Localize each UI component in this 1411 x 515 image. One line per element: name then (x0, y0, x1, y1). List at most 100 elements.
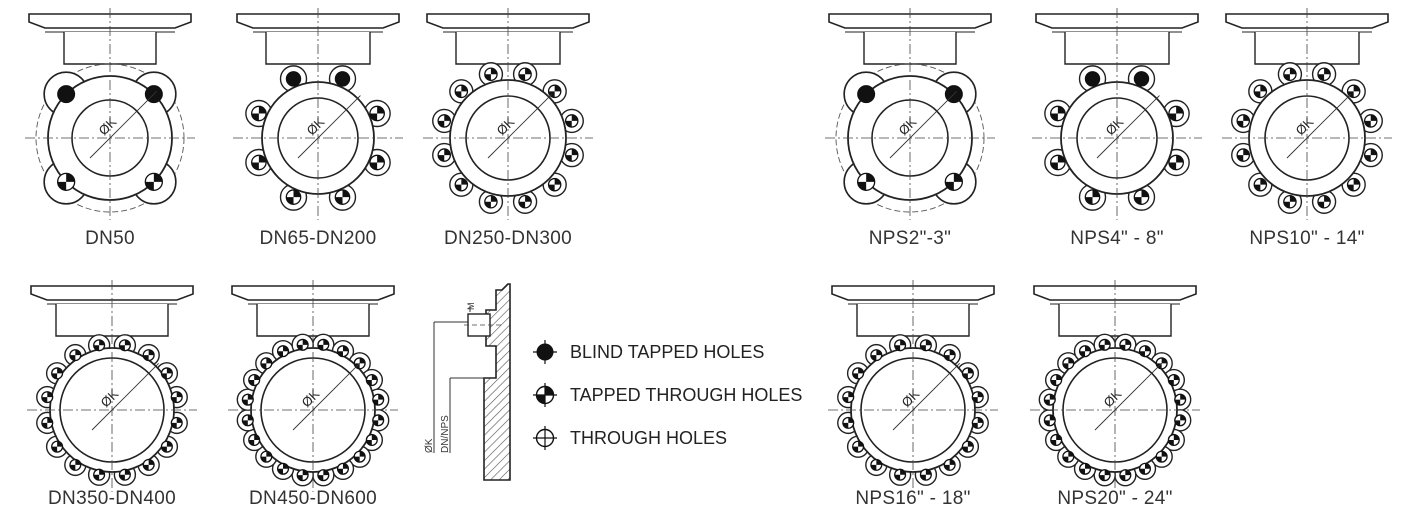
tapped-through-hole (842, 416, 855, 429)
tapped-through-hole (943, 349, 956, 362)
bolt-shape (467, 313, 491, 337)
tapped-through-hole (1174, 414, 1187, 427)
tapped-through-hole (369, 105, 385, 122)
tapped-through-hole (160, 367, 173, 380)
tapped-through-hole (842, 391, 855, 404)
valve-drawing-nps2-3: ØK (825, 8, 995, 220)
tapped-through-hole (69, 349, 82, 362)
tapped-through-hole (93, 339, 106, 352)
tapped-through-hole (1168, 154, 1184, 171)
tapped-through-hole (1138, 345, 1152, 358)
tapped-through-hole (852, 367, 865, 380)
legend-item-blind: BLIND TAPPED HOLES (532, 337, 764, 367)
tapped-through-hole (1133, 189, 1150, 205)
tapped-through-hole (296, 338, 309, 351)
variant-label-nps10-14: NPS10" - 14" (1249, 228, 1365, 249)
tapped-through-hole (248, 373, 261, 387)
tapped-through-hole (260, 357, 273, 370)
tapped-through-hole (1050, 154, 1066, 171)
tapped-through-hole (1043, 414, 1056, 427)
tapped-through-hole (454, 84, 469, 99)
tapped-through-hole (1119, 338, 1132, 351)
variant-label-dn250-dn300: DN250-DN300 (444, 228, 572, 249)
pitch-diameter-leader (1096, 95, 1160, 159)
tapped-through-hole (248, 433, 261, 447)
tapped-through-hole (93, 468, 106, 481)
tapped-through-hole (1168, 105, 1184, 122)
blind-hole-icon (533, 340, 557, 364)
tapped-through-hole (241, 393, 254, 406)
tapped-through-hole (852, 440, 865, 453)
pitch-diameter-leader (1286, 93, 1352, 159)
pitch-diameter-leader (297, 95, 361, 159)
pitch-diameter-leader (89, 91, 157, 159)
tapped-through-hole (317, 338, 330, 351)
tapped-through-hole (564, 114, 579, 128)
tapped-through-hole (336, 345, 350, 358)
tapped-through-hole (118, 468, 131, 481)
blind-tapped-hole (1133, 71, 1150, 87)
tapped-through-hole (894, 339, 907, 352)
tapped-through-hole (564, 148, 579, 162)
tapped-through-hole (971, 416, 984, 429)
tapped-through-hole (296, 469, 309, 482)
legend-label-through: THROUGH HOLES (570, 427, 728, 448)
tapped-through-hole (1050, 105, 1066, 122)
tapped-through-hole (51, 440, 64, 453)
tapped-through-hole (1078, 462, 1092, 475)
tapped-through-hole (276, 462, 290, 475)
tapped-through-hole (437, 114, 452, 128)
tapped-through-hole (1098, 338, 1111, 351)
tapped-through-hole (1050, 373, 1063, 387)
tapped-through-hole (1078, 345, 1092, 358)
tapped-through-hole (1084, 189, 1101, 205)
pitch-diameter-label: ØK (424, 438, 435, 453)
tapped-through-hole (1062, 357, 1075, 370)
variant-label-nps2-3: NPS2"-3" (868, 228, 952, 249)
tapped-through-hole (41, 416, 54, 429)
tapped-through-hole (1253, 84, 1268, 99)
thread-label: M (466, 303, 476, 311)
valve-drawing-dn450-dn600: ØK (228, 280, 398, 492)
tapped-through-hole (1050, 433, 1063, 447)
tapped-through-hole (353, 450, 366, 463)
tapped-through-hole (144, 172, 163, 191)
tapped-through-hole (1236, 148, 1251, 162)
tapped-through-hole (1043, 393, 1056, 406)
tapped-through-hole (547, 177, 562, 192)
tapped-through-hole (1317, 194, 1331, 209)
tapped-through-hole (919, 339, 932, 352)
tapped-through-hole-icon (533, 383, 557, 407)
tapped-through-hole (1236, 114, 1251, 128)
tapped-through-hole (251, 154, 267, 171)
tapped-through-hole (1119, 469, 1132, 482)
tapped-through-hole (857, 172, 876, 191)
tapped-through-hole (369, 154, 385, 171)
variant-label-nps4-8: NPS4" - 8" (1070, 228, 1164, 249)
legend-label-blind: BLIND TAPPED HOLES (570, 341, 765, 362)
tapped-through-hole (160, 440, 173, 453)
tapped-through-hole (1253, 177, 1268, 192)
flange-section-drawing: M ØK DN/NPS (424, 283, 511, 481)
tapped-through-hole (1346, 177, 1361, 192)
legend-item-through: THROUGH HOLES (532, 423, 727, 453)
tapped-through-hole (1174, 393, 1187, 406)
tapped-through-hole (870, 458, 883, 471)
tapped-through-hole (1363, 114, 1378, 128)
blind-tapped-hole (857, 85, 876, 104)
pitch-diameter-leader (487, 93, 553, 159)
tapped-through-hole (285, 189, 302, 205)
pitch-diameter-leader (292, 363, 360, 431)
tapped-through-hole (1167, 433, 1180, 447)
blind-tapped-hole (57, 85, 76, 104)
tapped-through-hole (118, 339, 131, 352)
variant-label-dn450-dn600: DN450-DN600 (249, 488, 377, 509)
valve-drawing-nps20-24: ØK (1030, 280, 1200, 492)
variant-label-dn50: DN50 (85, 228, 135, 249)
tapped-through-hole (276, 345, 290, 358)
valve-drawing-nps16-18: ØK (828, 280, 998, 492)
tapped-through-hole (1062, 450, 1075, 463)
tapped-through-hole (1283, 194, 1297, 209)
tapped-through-hole (170, 416, 183, 429)
